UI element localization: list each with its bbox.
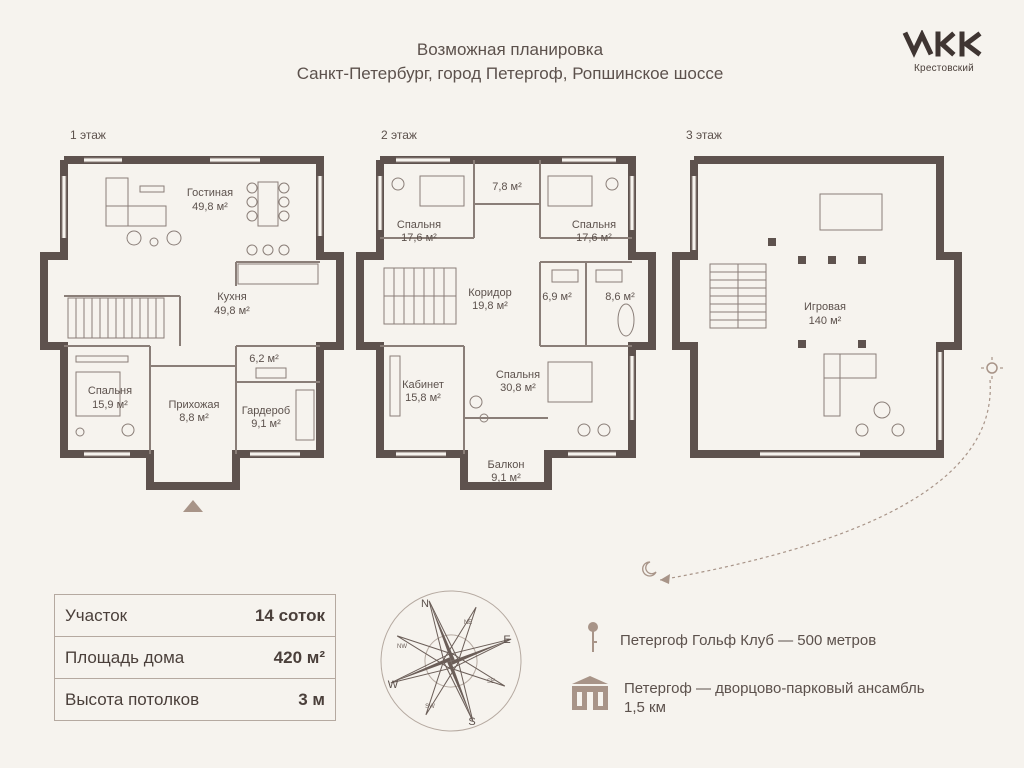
brand-logo: Крестовский (898, 29, 990, 74)
entrance-arrow-icon (183, 500, 203, 512)
ikk-logo-icon (902, 29, 982, 58)
sun-path (642, 357, 1003, 584)
compass-rose (380, 590, 522, 732)
stat-row-ceiling: Высота потолков 3 м (55, 679, 335, 720)
room-name: Гардероб (242, 405, 290, 417)
floor-2-plan: 7,8 м² Спальня 17,6 м² Спальня 17,6 м² К… (356, 156, 656, 490)
room-name: Коридор (468, 287, 511, 299)
stat-value: 420 м² (273, 647, 325, 667)
room-area: 30,8 м² (500, 382, 536, 394)
room-area: 8,8 м² (179, 412, 209, 424)
compass-nw-label: NW (397, 644, 407, 650)
room-area: 19,8 м² (472, 300, 508, 312)
floor-3-plan: Игровая 140 м² (672, 156, 962, 458)
stat-label: Площадь дома (65, 647, 185, 667)
moon-icon (642, 561, 657, 577)
room-name: Кухня (217, 291, 246, 303)
room-area: 49,8 м² (214, 305, 250, 317)
compass-n-label: N (421, 598, 429, 610)
golf-pin-icon (588, 622, 598, 652)
room-name: Прихожая (169, 399, 220, 411)
stat-value: 14 соток (254, 605, 325, 625)
room-area: 17,6 м² (401, 232, 437, 244)
brand-name: Крестовский (914, 63, 974, 74)
room-area: 49,8 м² (192, 201, 228, 213)
room-name: Спальня (496, 369, 540, 381)
room-area: 17,6 м² (576, 232, 612, 244)
room-area: 9,1 м² (491, 472, 521, 484)
stat-row-plot: Участок 14 соток (55, 595, 335, 637)
house-stats-table: Участок 14 соток Площадь дома 420 м² Выс… (54, 594, 336, 721)
page-title: Возможная планировка (416, 40, 604, 59)
poi-palace: Петергоф — дворцово-парковый ансамбль 1,… (624, 680, 925, 716)
floor-3-label: 3 этаж (686, 128, 722, 142)
room-name: Спальня (572, 219, 616, 231)
room-area: 140 м² (809, 315, 842, 327)
room-area: 15,9 м² (92, 399, 128, 411)
palace-icon (572, 676, 608, 710)
floor-2-label: 2 этаж (381, 128, 417, 142)
room-name: Гостиная (187, 187, 233, 199)
room-area: 6,9 м² (542, 291, 572, 303)
compass-sw-label: SW (425, 704, 435, 710)
compass-e-label: E (503, 634, 510, 646)
compass-ne-label: NE (464, 620, 472, 626)
page-subtitle: Санкт-Петербург, город Петергоф, Ропшинс… (296, 64, 724, 83)
room-area: 8,6 м² (605, 291, 635, 303)
floor-1-label: 1 этаж (70, 128, 106, 142)
room-area: 9,1 м² (251, 418, 281, 430)
stat-label: Участок (65, 605, 128, 625)
stat-value: 3 м (298, 689, 325, 709)
room-name: Спальня (397, 219, 441, 231)
room-name: Кабинет (402, 379, 444, 391)
sun-icon (981, 357, 1003, 379)
room-name: Игровая (804, 301, 846, 313)
room-name: Спальня (88, 385, 132, 397)
room-area: 7,8 м² (492, 181, 522, 193)
compass-s-label: S (468, 716, 475, 728)
poi-golf-club: Петергоф Гольф Клуб — 500 метров (620, 632, 877, 649)
compass-se-label: SE (487, 679, 495, 685)
stat-row-area: Площадь дома 420 м² (55, 637, 335, 679)
room-area: 6,2 м² (249, 353, 279, 365)
room-area: 15,8 м² (405, 392, 441, 404)
compass-w-label: W (388, 679, 399, 691)
stat-label: Высота потолков (65, 689, 200, 709)
room-name: Балкон (488, 459, 525, 471)
floor-1-plan: Гостиная 49,8 м² Кухня 49,8 м² 6,2 м² Сп… (40, 156, 344, 512)
